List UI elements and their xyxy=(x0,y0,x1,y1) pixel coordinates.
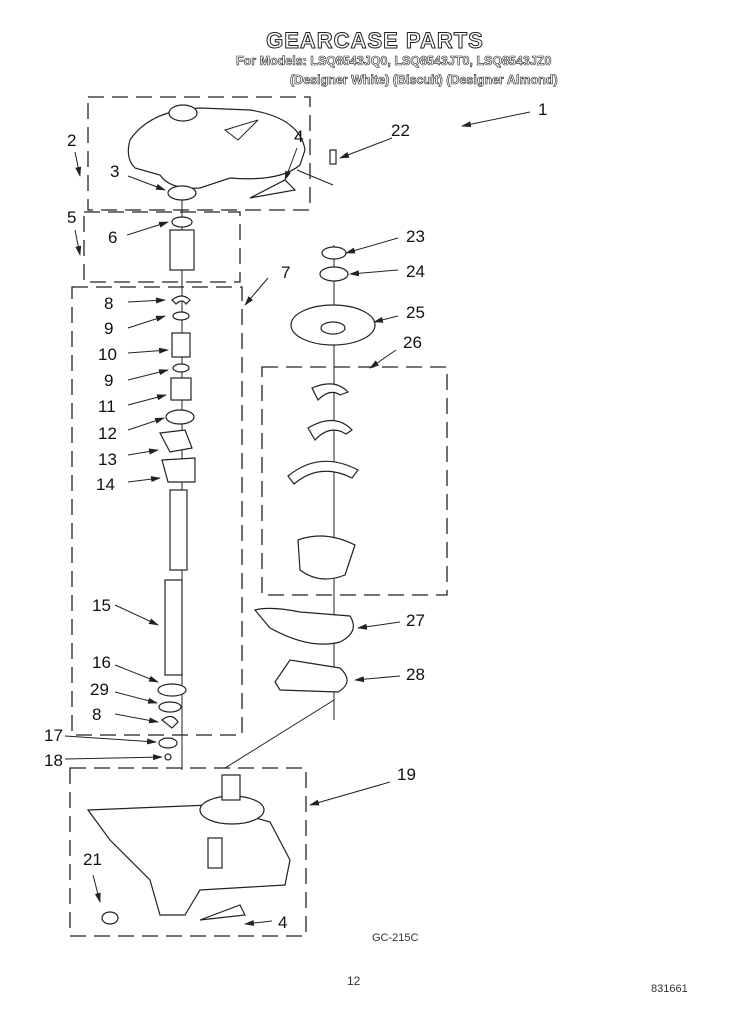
shift-lever xyxy=(253,607,354,645)
spring xyxy=(171,332,191,358)
callout-1: 1 xyxy=(538,100,548,119)
callout-13: 13 xyxy=(98,450,117,469)
shaft-group-box xyxy=(71,286,243,736)
agitate-shaft-upper xyxy=(169,489,188,571)
callout-26: 26 xyxy=(403,333,422,352)
drive-bearing-group-box xyxy=(83,211,241,283)
callout-3: 3 xyxy=(110,162,120,181)
callout-6: 6 xyxy=(108,228,118,247)
doc-number: 831661 xyxy=(651,983,688,995)
callout-27: 27 xyxy=(406,611,425,630)
callout-8-top: 8 xyxy=(104,294,114,313)
grease-tube xyxy=(249,179,297,199)
callout-17: 17 xyxy=(44,726,63,745)
grease-tube-lower xyxy=(199,904,246,921)
callout-24: 24 xyxy=(406,262,425,281)
gearcase-cover xyxy=(127,104,306,189)
callout-28: 28 xyxy=(406,665,425,684)
callout-12: 12 xyxy=(98,424,117,443)
models-line: For Models: LSQ8543JQ0, LSQ8543JT0, LSQ8… xyxy=(236,54,552,69)
callout-7: 7 xyxy=(281,263,291,282)
bearing xyxy=(167,185,197,201)
leader-arrows xyxy=(64,111,531,926)
agitate-shaft-lower xyxy=(164,579,183,676)
callout-16: 16 xyxy=(92,653,111,672)
callout-9-top: 9 xyxy=(104,319,114,338)
callout-8-bottom: 8 xyxy=(92,705,102,724)
callout-11: 11 xyxy=(98,397,116,416)
callout-15: 15 xyxy=(92,596,111,615)
page-title: GEARCASE PARTS xyxy=(266,28,484,54)
callout-19: 19 xyxy=(397,765,416,784)
callout-5: 5 xyxy=(67,208,77,227)
colors-line: (Designer White) (Biscuit) (Designer Alm… xyxy=(290,73,558,88)
gearcase-group-box xyxy=(69,767,307,937)
callout-2: 2 xyxy=(67,131,77,150)
callout-10: 10 xyxy=(98,345,117,364)
callout-4-top: 4 xyxy=(294,127,304,146)
callout-18: 18 xyxy=(44,751,63,770)
bolt xyxy=(329,149,337,165)
figure-code: GC-215C xyxy=(372,932,419,944)
seal xyxy=(101,911,119,925)
callout-23: 23 xyxy=(406,227,425,246)
callout-25: 25 xyxy=(406,303,425,322)
shift-fork xyxy=(274,659,348,693)
callout-21: 21 xyxy=(83,850,102,869)
callout-9-bottom: 9 xyxy=(104,371,114,390)
shift-lever-group-box xyxy=(261,366,448,596)
page-number: 12 xyxy=(347,974,361,988)
cover-group-box xyxy=(87,96,311,211)
gearcase-body xyxy=(86,774,291,925)
drive-pinion xyxy=(169,229,195,271)
callout-29: 29 xyxy=(90,680,109,699)
callout-22: 22 xyxy=(391,121,410,140)
callout-14: 14 xyxy=(96,475,115,494)
callout-4-bottom: 4 xyxy=(278,913,288,932)
